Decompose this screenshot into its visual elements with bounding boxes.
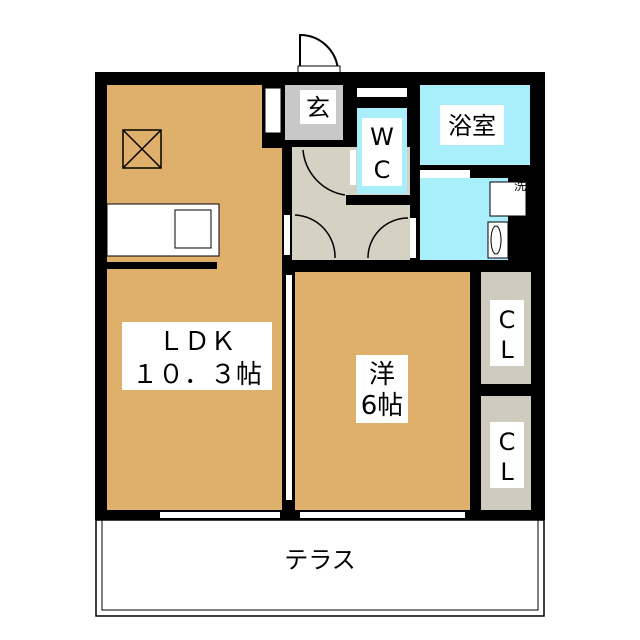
label-ldk-name: ＬＤＫ xyxy=(158,327,236,357)
label-western-size: 6帖 xyxy=(361,391,404,421)
front-door xyxy=(297,33,341,75)
label-bath: 浴室 xyxy=(448,112,496,140)
kitchen-counter xyxy=(106,203,220,257)
label-closet1-2: L xyxy=(500,336,514,364)
label-closet1-1: C xyxy=(499,306,516,334)
label-closet2-1: C xyxy=(499,428,516,456)
range-hood-icon xyxy=(122,129,162,169)
label-western-name: 洋 xyxy=(369,360,395,390)
label-terrace: テラス xyxy=(284,546,356,574)
label-closet2-2: L xyxy=(500,458,514,486)
label-wc-1: W xyxy=(370,123,394,151)
label-ldk-size: １０．３帖 xyxy=(132,360,262,390)
door-swings xyxy=(294,149,409,259)
label-entrance: 玄 xyxy=(306,94,330,122)
terrace xyxy=(95,519,545,617)
label-washroom: 洗 xyxy=(514,179,526,193)
room-ldk xyxy=(107,85,282,510)
label-wc-2: C xyxy=(374,156,391,184)
